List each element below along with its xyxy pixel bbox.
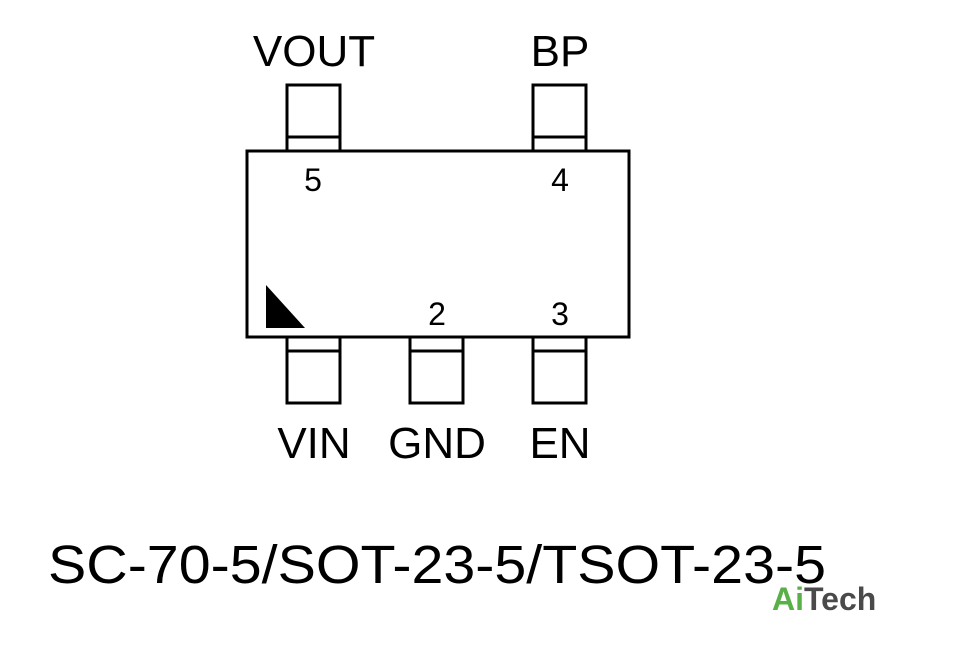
pin-4-lead xyxy=(531,83,588,153)
package-caption: SC-70-5/SOT-23-5/TSOT-23-5 xyxy=(48,535,826,595)
pin1-marker-icon xyxy=(266,285,305,328)
package-body xyxy=(245,149,631,339)
pin-label-vout: VOUT xyxy=(253,27,375,76)
pin-label-en: EN xyxy=(529,419,590,468)
pin-number-4: 4 xyxy=(551,162,569,198)
pin-2-lead xyxy=(408,335,465,405)
watermark-logo: AiTech xyxy=(772,581,876,617)
pin-label-vin: VIN xyxy=(277,419,350,468)
pin-1-lead xyxy=(285,335,342,405)
pin-number-5: 5 xyxy=(304,162,322,198)
pin-5-lead xyxy=(285,83,342,153)
pin-number-3: 3 xyxy=(551,296,569,332)
pin-3-lead xyxy=(531,335,588,405)
watermark-ai: Ai xyxy=(772,581,804,617)
watermark-tech: Tech xyxy=(804,581,876,617)
pin-label-gnd: GND xyxy=(388,419,486,468)
pin-number-2: 2 xyxy=(428,296,446,332)
pin-label-bp: BP xyxy=(531,27,590,76)
